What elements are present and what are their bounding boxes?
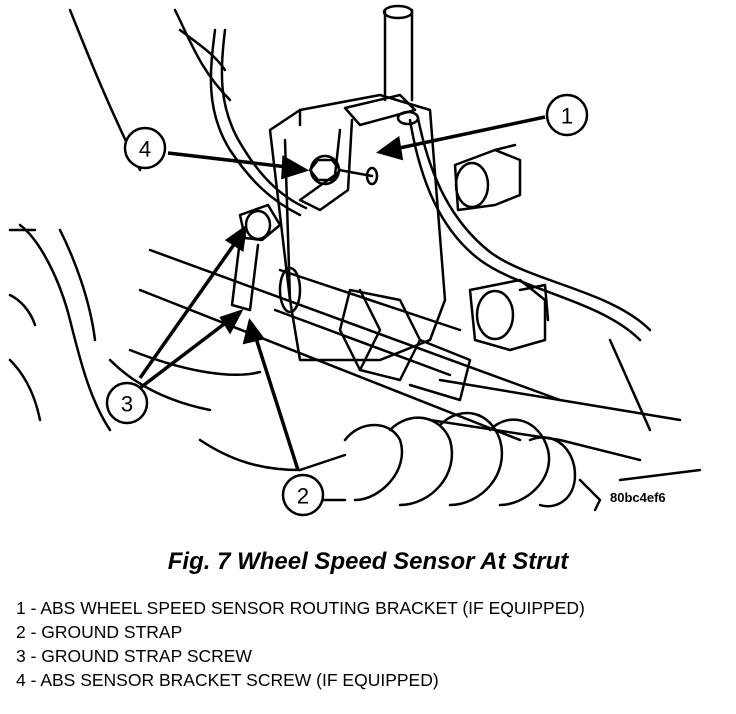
callout-circle-2 — [281, 473, 325, 517]
figure-code: 80bc4ef6 — [610, 490, 666, 505]
arrowhead-1 — [376, 135, 404, 161]
callout-circle-1 — [545, 93, 589, 137]
legend-item-1: 1 - ABS WHEEL SPEED SENSOR ROUTING BRACK… — [16, 598, 585, 618]
arrowhead-4 — [281, 155, 310, 180]
callout-circle-3 — [105, 381, 149, 425]
figure-caption: Fig. 7 Wheel Speed Sensor At Strut — [167, 548, 569, 575]
leader-3a — [138, 234, 242, 380]
callout-label-2: 2 — [297, 484, 309, 509]
strut-bracket — [268, 93, 447, 362]
legend-item-3: 3 - GROUND STRAP SCREW — [16, 646, 252, 666]
legend-list: 1 - ABS WHEEL SPEED SENSOR ROUTING BRACK… — [16, 596, 726, 692]
callout-label-1: 1 — [561, 104, 573, 129]
arrowhead-2 — [242, 318, 266, 345]
routing-bracket — [343, 93, 417, 127]
legend-item-4: 4 - ABS SENSOR BRACKET SCREW (IF EQUIPPE… — [16, 670, 439, 690]
leader-4 — [167, 151, 297, 170]
callout-label-3: 3 — [121, 392, 133, 417]
legend-item-2: 2 - GROUND STRAP — [16, 622, 183, 642]
strut-illustration: 1 2 3 4 — [8, 4, 702, 517]
body-edge — [173, 8, 232, 102]
arrowhead-3b — [219, 308, 244, 335]
arrowhead-3a — [224, 224, 248, 252]
leader-1 — [389, 115, 546, 152]
callout-label-4: 4 — [139, 137, 151, 162]
callout-circle-4 — [123, 126, 167, 170]
leader-3b — [138, 316, 234, 390]
leader-2 — [252, 331, 300, 471]
